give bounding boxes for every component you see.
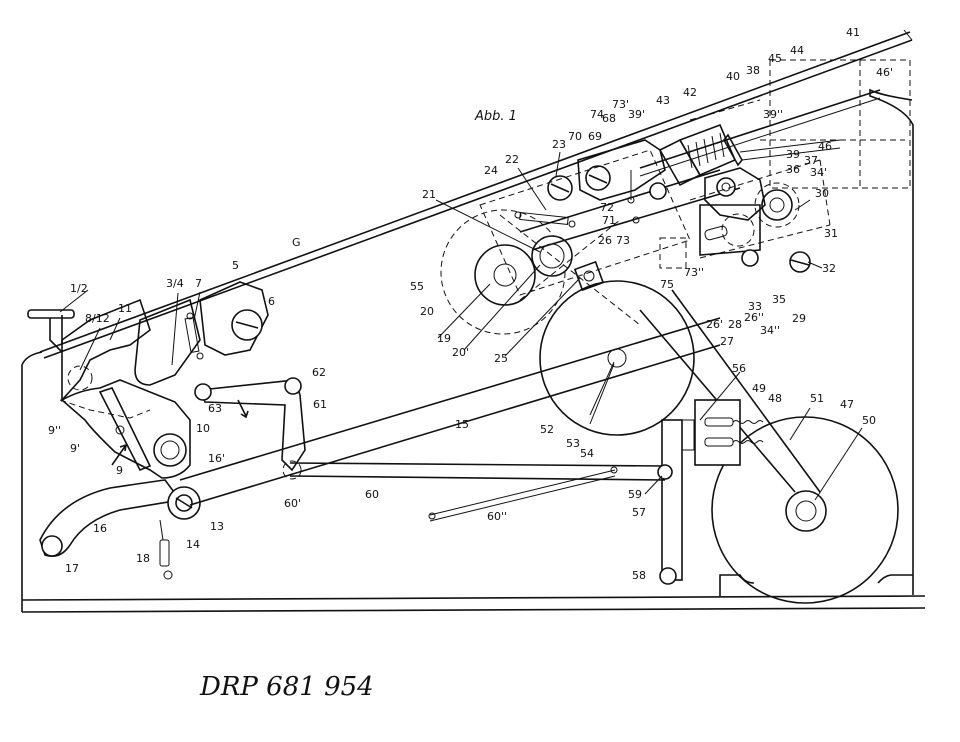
label-25: 25 [494,352,508,365]
label-46p: 46' [876,66,893,79]
label-59: 59 [628,488,642,501]
label-49: 49 [752,382,766,395]
center-gears [440,139,741,436]
label-53: 53 [566,437,580,450]
label-73pp: 73'' [684,266,704,279]
label-48: 48 [768,392,782,405]
label-55: 55 [410,280,424,293]
label-52: 52 [540,423,554,436]
label-7: 7 [195,277,202,290]
right-lower-mechanism [639,289,899,604]
label-47: 47 [840,398,854,411]
label-37: 37 [804,154,818,167]
label-22: 22 [505,153,519,166]
label-20: 20 [420,305,434,318]
label-39: 39 [786,148,800,161]
label-9: 9 [116,464,123,477]
label-32: 32 [822,262,836,275]
label-42: 42 [683,86,697,99]
label-38: 38 [746,64,760,77]
label-50: 50 [862,414,876,427]
label-30: 30 [815,187,829,200]
label-41: 41 [846,26,860,39]
label-39pp: 39'' [763,108,783,121]
label-74: 74 [590,108,604,121]
label-61: 61 [313,398,327,411]
label-33: 33 [748,300,762,313]
label-11: 11 [118,302,132,315]
figure-title: Abb. 1 [474,109,517,124]
label-75: 75 [660,278,674,291]
label-34p: 34' [810,166,827,179]
label-14: 14 [186,538,200,551]
label-60pp: 60'' [487,510,507,523]
label-27: 27 [720,335,734,348]
label-8-12: 8/12 [85,312,110,325]
label-3-4: 3/4 [166,277,184,290]
label-16p: 16' [208,452,225,465]
label-36: 36 [786,163,800,176]
label-56: 56 [732,362,746,375]
label-21: 21 [422,188,436,201]
right-upper-mechanism [658,99,841,273]
label-10: 10 [196,422,210,435]
label-70: 70 [568,130,582,143]
label-G: G [292,236,301,249]
label-43: 43 [656,94,670,107]
label-6: 6 [268,295,275,308]
label-13: 13 [210,520,224,533]
reference-labels: Abb. 1 DRP 681 954 1/2 8/12 11 3/4 7 5 6… [48,26,893,702]
label-26pp: 26'' [744,311,764,324]
label-45: 45 [768,52,782,65]
label-9pp: 9'' [48,424,61,437]
label-34pp: 34'' [760,324,780,337]
label-72: 72 [600,201,614,214]
label-24: 24 [484,164,498,177]
label-60p: 60' [284,497,301,510]
label-73p: 73' [612,98,629,111]
label-5: 5 [232,259,239,272]
label-28: 28 [728,318,742,331]
label-19: 19 [437,332,451,345]
label-51: 51 [810,392,824,405]
linkage-bars [179,317,721,522]
label-40: 40 [726,70,740,83]
label-63: 63 [208,402,222,415]
label-15: 15 [455,418,469,431]
left-mechanism [27,281,269,580]
label-58: 58 [632,569,646,582]
label-17: 17 [65,562,79,575]
label-62: 62 [312,366,326,379]
document-id: DRP 681 954 [199,672,374,702]
label-26p: 26' [706,318,723,331]
label-29: 29 [792,312,806,325]
label-16: 16 [93,522,107,535]
label-69: 69 [588,130,602,143]
label-54: 54 [580,447,594,460]
label-35: 35 [772,293,786,306]
label-23: 23 [552,138,566,151]
label-18: 18 [136,552,150,565]
label-57: 57 [632,506,646,519]
leader-lines [59,151,863,501]
machine-frame [21,88,926,613]
label-26: 26 [598,234,612,247]
label-46: 46 [818,140,832,153]
label-68: 68 [602,112,616,125]
label-39p: 39' [628,108,645,121]
main-table-G [39,29,913,359]
label-1-2: 1/2 [70,282,88,295]
label-73: 73 [616,234,630,247]
label-60: 60 [365,488,379,501]
upper-housing [639,59,911,189]
label-44: 44 [790,44,804,57]
label-71: 71 [602,214,616,227]
label-31: 31 [824,227,838,240]
label-9p: 9' [70,442,80,455]
